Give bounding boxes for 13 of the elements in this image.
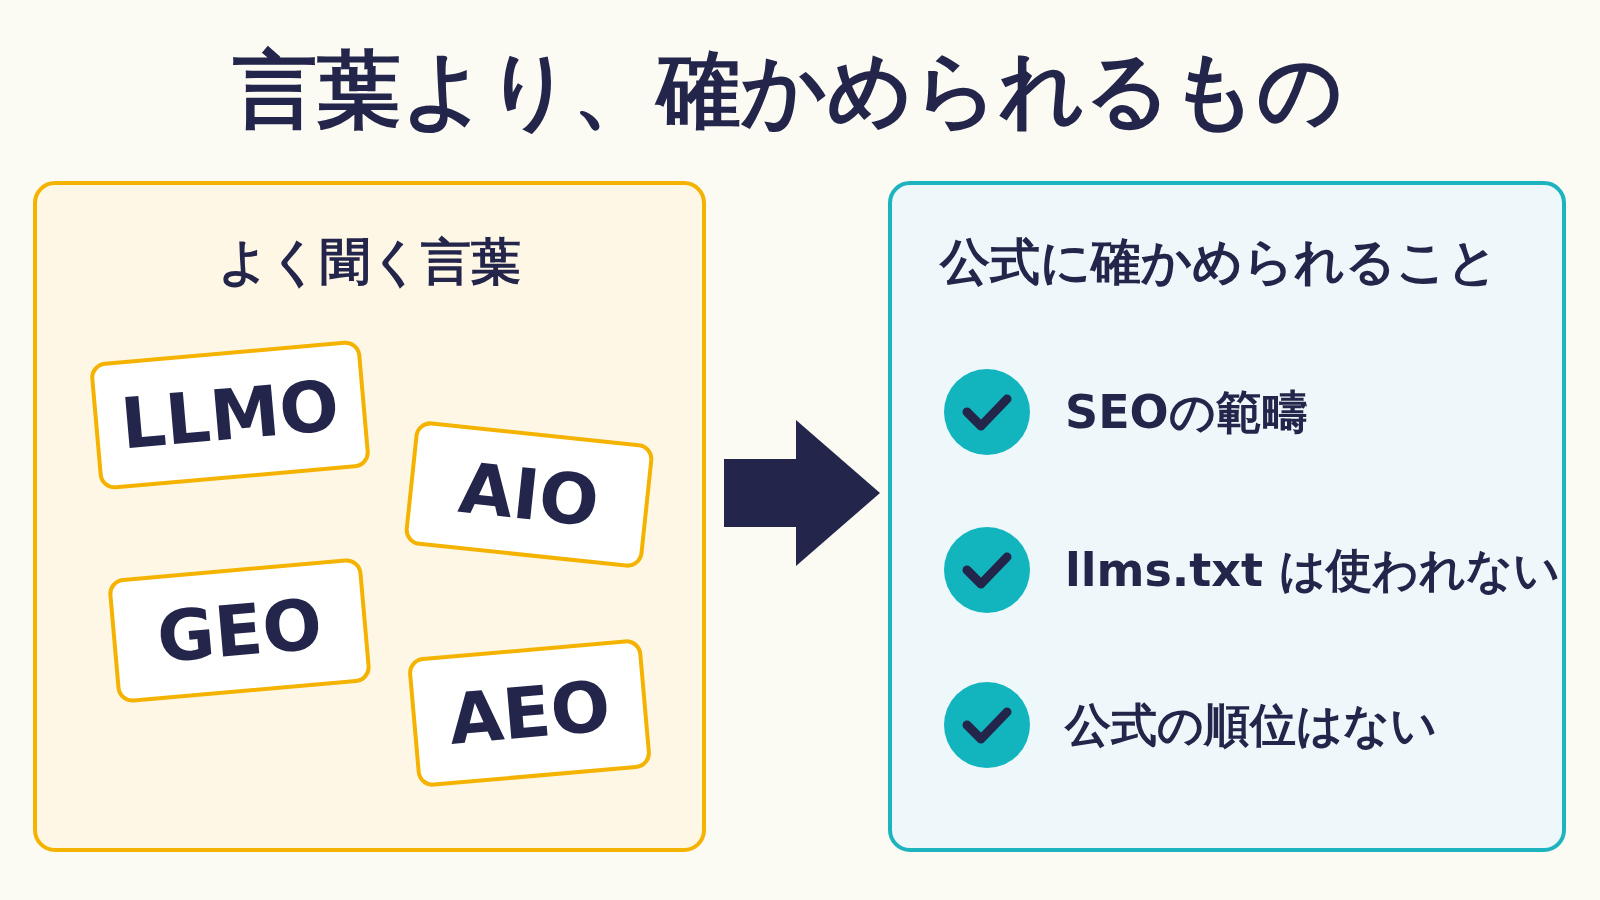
panel-heading: 公式に確かめられること	[940, 237, 1498, 287]
panel	[33, 181, 706, 852]
keyword-tag: AEO	[406, 638, 652, 788]
panel-heading: よく聞く言葉	[217, 237, 522, 287]
keyword-tag: AIO	[403, 419, 655, 569]
arrow	[724, 420, 880, 566]
panel	[888, 181, 1566, 852]
list-item-text: llms.txt は使われない	[1065, 547, 1560, 593]
title: 言葉より、確かめられるもの	[231, 48, 1344, 132]
keyword-tag: LLMO	[88, 339, 372, 491]
list-item-text: 公式の順位はない	[1065, 702, 1437, 748]
keyword-tag: GEO	[106, 556, 372, 704]
list-item-text: SEOの範疇	[1065, 389, 1308, 435]
